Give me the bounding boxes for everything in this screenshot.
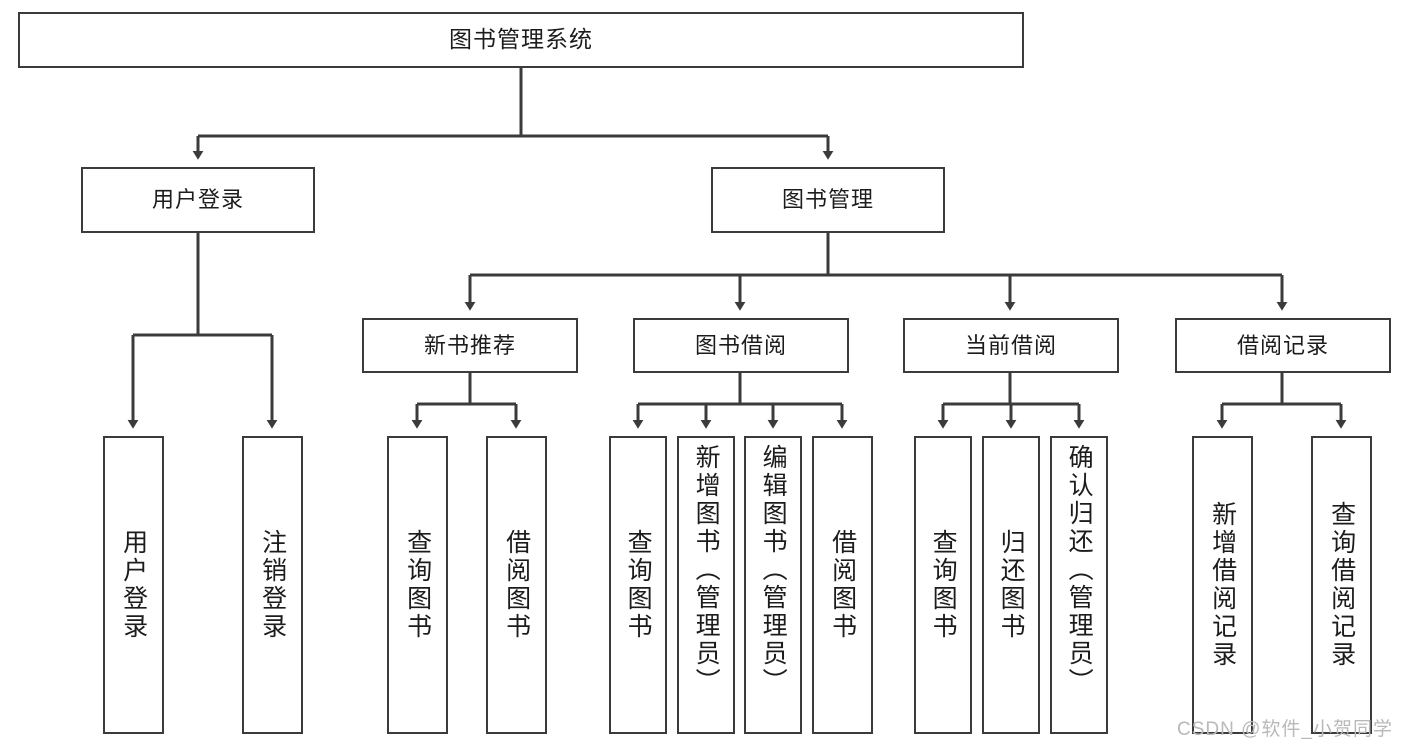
node-leaf-user-login[interactable]: 用户登录 <box>103 436 164 734</box>
node-new-book-rec-label: 新书推荐 <box>423 332 516 358</box>
node-leaf-borrow-book-2-label: 借阅图书 <box>828 529 857 641</box>
node-root-label: 图书管理系统 <box>449 26 593 53</box>
node-leaf-query-book-3-label: 查询图书 <box>929 529 958 641</box>
node-leaf-return-book[interactable]: 归还图书 <box>982 436 1040 734</box>
node-leaf-return-book-label: 归还图书 <box>997 529 1026 641</box>
node-leaf-logout[interactable]: 注销登录 <box>242 436 303 734</box>
node-book-manage[interactable]: 图书管理 <box>711 167 945 233</box>
node-borrow-record[interactable]: 借阅记录 <box>1175 318 1391 373</box>
node-leaf-query-book-3[interactable]: 查询图书 <box>914 436 972 734</box>
node-leaf-borrow-book-1[interactable]: 借阅图书 <box>486 436 547 734</box>
node-root[interactable]: 图书管理系统 <box>18 12 1024 68</box>
node-new-book-rec[interactable]: 新书推荐 <box>362 318 578 373</box>
node-leaf-query-book-2[interactable]: 查询图书 <box>609 436 667 734</box>
node-leaf-confirm-return[interactable]: 确认归还（管理员） <box>1050 436 1108 734</box>
node-leaf-query-book-2-label: 查询图书 <box>624 529 653 641</box>
node-leaf-query-book-1[interactable]: 查询图书 <box>387 436 448 734</box>
node-leaf-edit-book-label: 编辑图书（管理员） <box>759 444 788 696</box>
node-book-borrow[interactable]: 图书借阅 <box>633 318 849 373</box>
node-leaf-add-record[interactable]: 新增借阅记录 <box>1192 436 1253 734</box>
node-leaf-query-record[interactable]: 查询借阅记录 <box>1311 436 1372 734</box>
node-current-borrow[interactable]: 当前借阅 <box>903 318 1119 373</box>
node-user-login[interactable]: 用户登录 <box>81 167 315 233</box>
node-leaf-query-book-1-label: 查询图书 <box>403 529 432 641</box>
node-leaf-add-book-label: 新增图书（管理员） <box>692 444 721 696</box>
node-current-borrow-label: 当前借阅 <box>964 332 1057 358</box>
node-user-login-label: 用户登录 <box>151 187 244 213</box>
node-leaf-logout-label: 注销登录 <box>258 529 287 641</box>
node-leaf-borrow-book-2[interactable]: 借阅图书 <box>812 436 873 734</box>
node-leaf-edit-book[interactable]: 编辑图书（管理员） <box>744 436 802 734</box>
node-leaf-query-record-label: 查询借阅记录 <box>1327 501 1356 669</box>
node-borrow-record-label: 借阅记录 <box>1236 332 1329 358</box>
watermark-text: CSDN @软件_小贺同学 <box>1177 719 1393 740</box>
node-book-manage-label: 图书管理 <box>781 187 874 213</box>
node-leaf-add-book[interactable]: 新增图书（管理员） <box>677 436 735 734</box>
node-leaf-borrow-book-1-label: 借阅图书 <box>502 529 531 641</box>
node-leaf-confirm-return-label: 确认归还（管理员） <box>1065 444 1094 696</box>
node-leaf-user-login-label: 用户登录 <box>119 529 148 641</box>
node-book-borrow-label: 图书借阅 <box>694 332 787 358</box>
node-leaf-add-record-label: 新增借阅记录 <box>1208 501 1237 669</box>
